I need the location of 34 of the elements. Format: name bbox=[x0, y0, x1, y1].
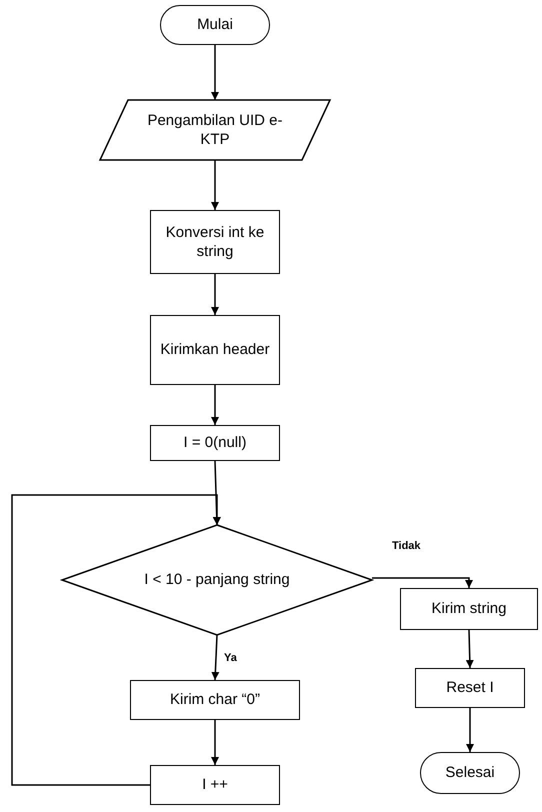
arrow bbox=[211, 634, 220, 680]
arrow bbox=[211, 274, 219, 315]
node-label: I = 0(null) bbox=[182, 433, 248, 453]
process-box bbox=[400, 588, 538, 630]
node-label: Mulai bbox=[196, 15, 234, 35]
node-label: I ++ bbox=[201, 775, 229, 795]
node-label: Kirim char “0” bbox=[168, 690, 261, 710]
arrow bbox=[211, 45, 219, 100]
arrow bbox=[466, 708, 474, 752]
terminator bbox=[160, 5, 270, 45]
process-box bbox=[150, 765, 280, 805]
arrow bbox=[211, 160, 219, 210]
process-box bbox=[150, 315, 280, 385]
arrow bbox=[466, 630, 474, 668]
node-label: Konversi int ke string bbox=[164, 222, 266, 262]
node-label: Kirim string bbox=[430, 599, 508, 619]
node-label: Kirimkan header bbox=[159, 340, 271, 360]
edge-label: Ya bbox=[222, 652, 239, 664]
input-parallelogram bbox=[100, 100, 330, 160]
arrow bbox=[11, 494, 221, 786]
decision-diamond bbox=[62, 525, 372, 635]
node-label: I < 10 - panjang string bbox=[143, 570, 291, 590]
terminator bbox=[420, 752, 520, 794]
process-box bbox=[150, 210, 280, 274]
arrow bbox=[211, 720, 219, 765]
process-box bbox=[130, 680, 300, 720]
edge-label: Tidak bbox=[390, 540, 423, 552]
arrow bbox=[211, 385, 219, 425]
node-label: Selesai bbox=[444, 763, 496, 783]
process-box bbox=[415, 668, 525, 708]
node-label: Pengambilan UID e-KTP bbox=[146, 110, 284, 150]
arrow bbox=[372, 577, 473, 588]
process-box bbox=[150, 425, 280, 461]
node-label: Reset I bbox=[445, 678, 495, 698]
